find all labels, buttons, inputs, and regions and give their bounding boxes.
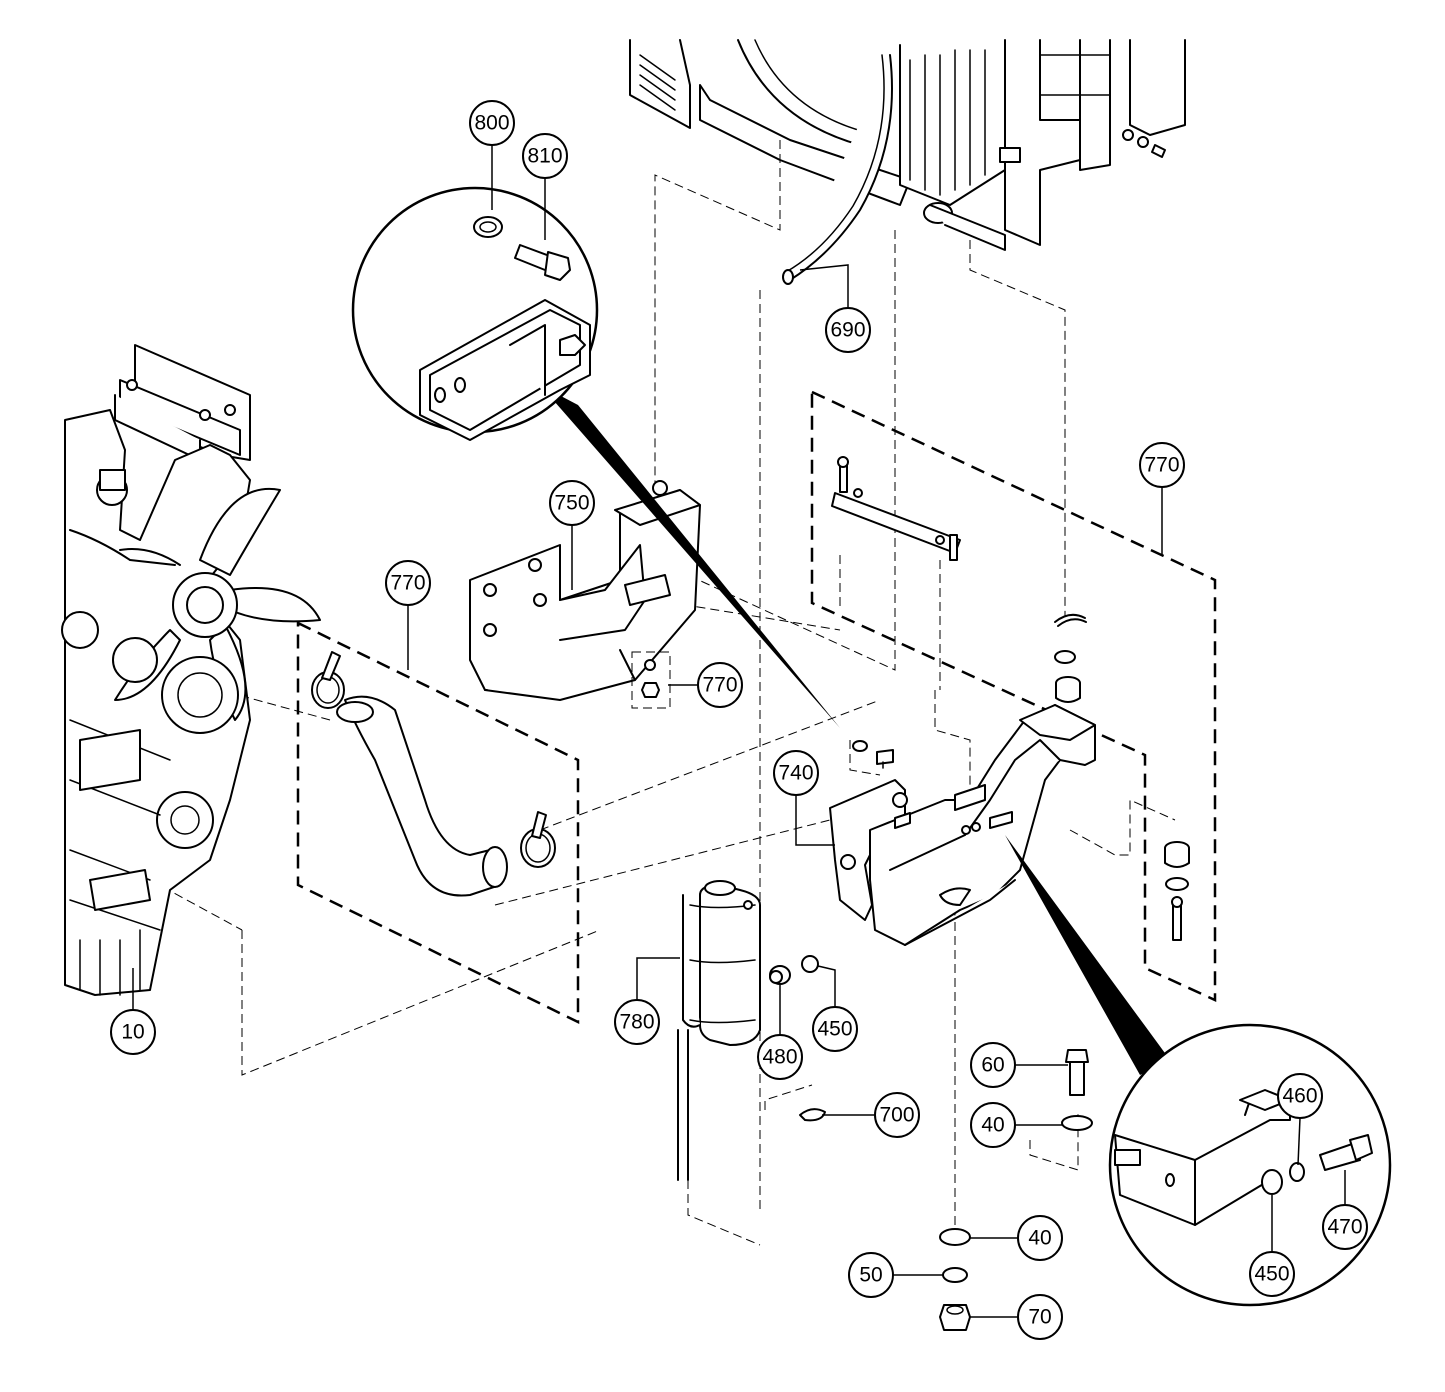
callout-50: 50	[848, 1252, 894, 1298]
callout-770-nut-kit: 770	[697, 662, 743, 708]
washer-450-tank	[801, 955, 819, 973]
callout-690: 690	[825, 307, 871, 353]
bolt-470	[1319, 1142, 1361, 1171]
callout-label: 480	[762, 1046, 797, 1069]
overflow-hose	[789, 54, 893, 281]
cotter-pin	[1054, 613, 1087, 627]
callout-label: 770	[702, 674, 737, 697]
callout-740: 740	[773, 750, 819, 796]
hose-clip	[799, 1108, 826, 1122]
callout-label: 460	[1282, 1085, 1317, 1108]
hose-clamp-lower	[520, 811, 556, 868]
nut-kit-group-box	[631, 651, 671, 709]
callout-label: 750	[554, 492, 589, 515]
callout-700: 700	[874, 1092, 920, 1138]
callout-label: 70	[1028, 1306, 1051, 1329]
callout-label: 40	[981, 1114, 1004, 1137]
callout-label: 450	[1254, 1263, 1289, 1286]
callout-label: 800	[474, 112, 509, 135]
detail-pointer-lower	[1005, 835, 1170, 1075]
callout-460: 460	[1277, 1073, 1323, 1119]
retainer-strap	[831, 456, 961, 561]
callout-60: 60	[970, 1042, 1016, 1088]
rubber-mount-upper	[1055, 676, 1081, 703]
detail-pointer-upper	[540, 385, 840, 728]
leader-lines	[132, 145, 1346, 1318]
washer-40-lower	[939, 1228, 971, 1246]
assembly-lines	[149, 140, 1266, 1246]
callout-label: 40	[1028, 1227, 1051, 1250]
radiator-hose	[336, 695, 508, 897]
callout-750: 750	[549, 480, 595, 526]
lock-washer-50	[942, 1267, 968, 1283]
bolt-60	[1065, 1049, 1089, 1096]
callout-40-upper: 40	[970, 1102, 1016, 1148]
callout-770-bracket-kit: 770	[1139, 442, 1185, 488]
washer-450-detail	[1261, 1169, 1283, 1195]
callout-40-lower: 40	[1017, 1215, 1063, 1261]
washer-40-upper	[1061, 1115, 1093, 1131]
cap-nut	[769, 965, 791, 985]
callout-label: 770	[390, 572, 425, 595]
lock-nut-70	[939, 1304, 971, 1331]
callout-450-tank: 450	[812, 1006, 858, 1052]
callout-70: 70	[1017, 1294, 1063, 1340]
mounting-bracket-750	[469, 480, 701, 701]
expansion-tank	[677, 880, 761, 1181]
bracket-kit-group-box	[810, 390, 1217, 1002]
callout-label: 60	[981, 1054, 1004, 1077]
engine-assembly	[61, 344, 321, 996]
detail-view-lower	[1108, 1023, 1392, 1307]
callout-label: 770	[1144, 454, 1179, 477]
callout-10: 10	[110, 1009, 156, 1055]
callout-label: 700	[879, 1104, 914, 1127]
detail-view-upper	[351, 186, 599, 441]
callout-label: 690	[830, 319, 865, 342]
callout-label: 50	[859, 1264, 882, 1287]
callout-label: 450	[817, 1018, 852, 1041]
callout-770-hose-kit: 770	[385, 560, 431, 606]
callout-label: 470	[1327, 1216, 1362, 1239]
callout-450-detail: 450	[1249, 1251, 1295, 1297]
callout-label: 810	[527, 145, 562, 168]
callout-470: 470	[1322, 1204, 1368, 1250]
callout-810: 810	[522, 133, 568, 179]
lock-washer-460	[1289, 1162, 1305, 1182]
rubber-mount-lower	[1164, 841, 1190, 941]
hose-kit-group-box-left	[296, 620, 580, 1025]
callout-480: 480	[757, 1034, 803, 1080]
hose-clamp-upper	[311, 651, 345, 709]
callout-800: 800	[469, 100, 515, 146]
mounting-bracket-740	[829, 704, 1096, 946]
callout-780: 780	[614, 999, 660, 1045]
callout-label: 740	[778, 762, 813, 785]
callout-label: 10	[121, 1021, 144, 1044]
callout-label: 780	[619, 1011, 654, 1034]
radiator-assembly	[629, 39, 1186, 251]
